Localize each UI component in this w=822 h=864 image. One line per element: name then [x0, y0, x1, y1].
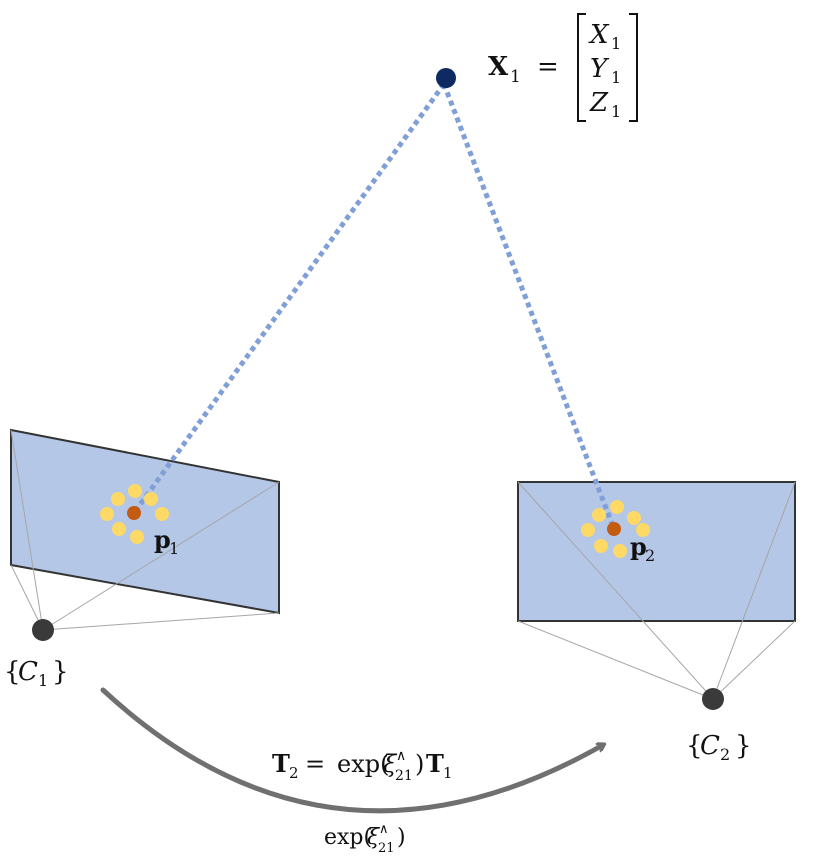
pixel-label-2-subscript: 2 [645, 546, 655, 565]
image-plane-1 [10, 428, 280, 615]
point-label: X 1 = [488, 52, 559, 87]
arc-label-close-paren: ) [397, 825, 406, 850]
pixel-label-2-symbol: p [630, 532, 647, 561]
transform-xi-subscript: 21 [395, 768, 413, 784]
camera-frame-2-symbol: C [700, 731, 720, 761]
frustum-lines-2 [517, 481, 796, 700]
vector-z-subscript: 1 [611, 102, 621, 121]
point-label-equals: = [537, 52, 559, 82]
camera-frame-2-open: { [686, 731, 703, 761]
arc-label-exp: exp( [324, 825, 372, 850]
transform-lhs-symbol: T [272, 749, 290, 778]
camera-frame-2-subscript: 2 [720, 745, 730, 764]
camera-center-2 [702, 688, 724, 710]
arc-label-xi-subscript: 21 [378, 841, 395, 856]
transform-equation: T 2 = exp( ξ ∧ 21 ) T 1 [272, 748, 453, 784]
transform-close-paren: ) [415, 750, 424, 778]
motion-arrow [100, 687, 603, 814]
neighbor-pixels-1 [100, 484, 169, 544]
camera-frame-1-subscript: 1 [38, 671, 48, 690]
camera-frame-label-2: { C 2 } [686, 731, 752, 764]
camera-frame-1-open: { [4, 657, 21, 687]
ray-2 [441, 83, 617, 530]
camera-frame-2-close: } [735, 731, 752, 761]
ray-1 [131, 82, 447, 515]
vector-x-symbol: X [588, 20, 610, 50]
arc-label: exp( ξ ∧ 21 ) [324, 822, 406, 856]
pixel-label-1-symbol: p [154, 525, 171, 554]
neighbor-pixels-2 [581, 500, 650, 558]
arc-label-xi-superscript: ∧ [379, 822, 389, 837]
camera-center-1 [32, 619, 54, 641]
transform-exp: exp( [337, 750, 389, 778]
transform-equals: = [305, 750, 325, 778]
point-vector: X 1 Y 1 Z 1 [588, 20, 621, 121]
pixel-label-2: p 2 [630, 532, 655, 565]
vector-z-symbol: Z [589, 88, 609, 118]
transform-xi: ξ [383, 750, 398, 778]
pixel-p1 [127, 506, 141, 520]
vector-y-symbol: Y [590, 54, 610, 84]
world-point [436, 68, 456, 88]
transform-xi-superscript: ∧ [396, 748, 406, 764]
camera-frame-1-close: } [52, 657, 69, 687]
transform-rhs-symbol: T [426, 749, 444, 778]
point-label-symbol: X [488, 52, 509, 82]
frustum-lines-1 [10, 429, 280, 631]
pixel-p2 [607, 522, 621, 536]
transform-rhs-subscript: 1 [443, 764, 453, 782]
point-label-subscript: 1 [510, 67, 521, 87]
vector-brackets [577, 13, 638, 122]
camera-frame-label-1: { C 1 } [4, 657, 69, 690]
vector-y-subscript: 1 [611, 68, 621, 87]
image-plane-2 [517, 481, 796, 622]
camera-frame-1-symbol: C [18, 657, 38, 687]
pixel-label-1-subscript: 1 [169, 539, 179, 558]
pixel-label-1: p 1 [154, 525, 179, 558]
arc-label-xi: ξ [367, 825, 381, 850]
vector-x-subscript: 1 [611, 34, 621, 53]
transform-lhs-subscript: 2 [289, 764, 299, 782]
